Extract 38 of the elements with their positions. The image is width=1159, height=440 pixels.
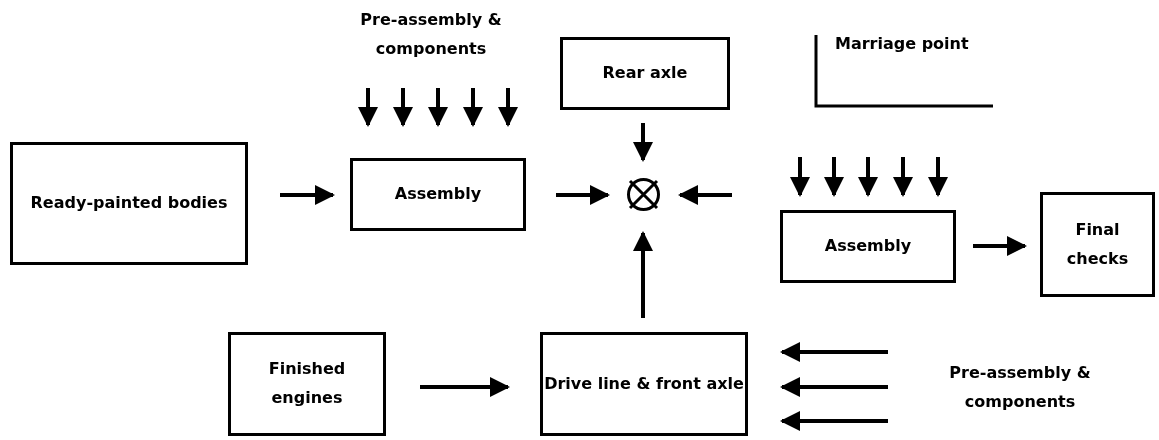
process-box bbox=[10, 142, 248, 265]
arrow bbox=[556, 185, 610, 205]
input-label: Pre-assembly & components bbox=[948, 361, 1092, 413]
arrow bbox=[780, 411, 888, 431]
box-label: Finished engines bbox=[267, 358, 347, 409]
arrow bbox=[358, 88, 378, 127]
arrow bbox=[928, 157, 948, 197]
arrow bbox=[780, 342, 888, 362]
arrow bbox=[280, 185, 335, 205]
box-label: Rear axle bbox=[602, 62, 688, 85]
box-label: Drive line & front axle bbox=[544, 372, 744, 395]
arrow bbox=[858, 157, 878, 197]
arrow bbox=[393, 88, 413, 127]
arrow bbox=[790, 157, 810, 197]
box-label: Assembly bbox=[824, 235, 912, 258]
input-label: Pre-assembly & components bbox=[359, 9, 503, 60]
arrow bbox=[973, 236, 1027, 256]
process-box bbox=[350, 158, 526, 231]
arrow bbox=[498, 88, 518, 127]
box-label: Ready-painted bodies bbox=[30, 192, 228, 215]
process-box bbox=[540, 332, 748, 436]
arrow bbox=[420, 377, 510, 397]
box-label: Assembly bbox=[394, 183, 482, 206]
junction-symbol bbox=[625, 176, 662, 213]
arrow bbox=[678, 185, 732, 205]
annotation-label: Marriage point bbox=[835, 33, 970, 55]
process-box bbox=[1040, 192, 1155, 297]
arrow bbox=[463, 88, 483, 127]
arrow bbox=[428, 88, 448, 127]
arrow bbox=[780, 377, 888, 397]
process-box bbox=[780, 210, 956, 283]
arrow bbox=[633, 123, 653, 162]
arrow bbox=[633, 231, 653, 318]
process-box bbox=[228, 332, 386, 436]
arrow bbox=[824, 157, 844, 197]
box-label: Final checks bbox=[1065, 218, 1130, 270]
arrow bbox=[893, 157, 913, 197]
process-box bbox=[560, 37, 730, 110]
